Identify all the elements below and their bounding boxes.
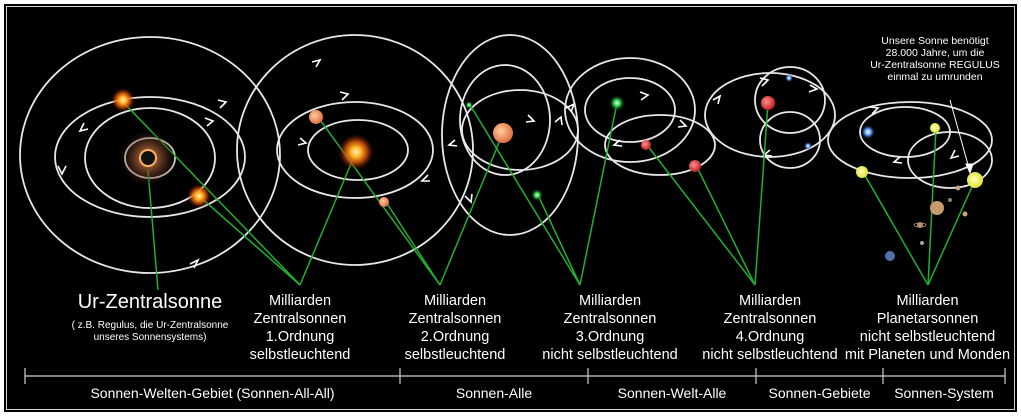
note-line: Ur-Zentralsonne REGULUS [870, 59, 1000, 71]
orbits-planetary [827, 101, 993, 189]
region-label-sonnen-gebiete: Sonnen-Gebiete [768, 385, 871, 401]
note-line: Unsere Sonne benötigt [881, 35, 989, 47]
group-label-third-order: Milliarden Zentralsonnen 3.Ordnung nicht… [530, 292, 690, 364]
region-label-sonnen-alle: Sonnen-Alle [455, 385, 533, 401]
group-line: 4.Ordnung [735, 329, 805, 345]
group-line: Zentralsonnen [253, 311, 347, 327]
region-label-welt-alle: Sonnen-Welt-Alle [617, 385, 727, 401]
timeline [24, 368, 1006, 384]
group-line: Planetarsonnen [876, 311, 979, 327]
orbits-third-order [564, 57, 716, 176]
group-label-second-order: Milliarden Zentralsonnen 2.Ordnung selbs… [395, 292, 515, 364]
orbits-first-order [236, 34, 474, 266]
ur-title-text: Ur-Zentralsonne [77, 291, 223, 313]
group-label-fourth-order: Milliarden Zentralsonnen 4.Ordnung nicht… [690, 292, 850, 364]
group-line: Milliarden [896, 293, 959, 309]
group-line: Milliarden [423, 293, 487, 309]
note-line: einmal zu umrunden [887, 71, 983, 83]
group-line: Milliarden [578, 293, 642, 309]
regulus-note: Unsere Sonne benötigt 28.000 Jahre, um d… [860, 35, 1010, 83]
diagram-frame [4, 4, 1017, 412]
group-line: Zentralsonnen [563, 311, 657, 327]
ur-subtitle-line: unseres Sonnensystems) [93, 332, 207, 343]
note-pointer [949, 99, 974, 175]
celestial-bodies [111, 74, 983, 261]
group-line: 2.Ordnung [420, 329, 490, 345]
group-line: 1.Ordnung [265, 329, 335, 345]
group-line: selbstleuchtend [404, 347, 506, 363]
ur-title: Ur-Zentralsonne [50, 290, 250, 314]
orbits-second-order [441, 34, 579, 236]
orbits-fourth-order [704, 66, 836, 169]
ur-subtitle: ( z.B. Regulus, die Ur-Zentralsonne unse… [40, 320, 260, 344]
group-line: Milliarden [738, 293, 802, 309]
group-line: Milliarden [268, 293, 332, 309]
group-label-first-order: Milliarden Zentralsonnen 1.Ordnung selbs… [240, 292, 360, 364]
group-line: mit Planeten und Monden [844, 347, 1011, 363]
group-label-planetary: Milliarden Planetarsonnen nicht selbstle… [840, 292, 1015, 364]
group-line: 3.Ordnung [575, 329, 645, 345]
group-line: Zentralsonnen [723, 311, 817, 327]
group-line: selbstleuchtend [249, 347, 351, 363]
ur-subtitle-line: ( z.B. Regulus, die Ur-Zentralsonne [71, 320, 229, 331]
region-label-welten-gebiet: Sonnen-Welten-Gebiet (Sonnen-All-All) [90, 385, 335, 401]
group-line: Zentralsonnen [408, 311, 502, 327]
orbit-arrows [57, 58, 960, 269]
region-label-sonnen-system: Sonnen-System [894, 385, 994, 401]
diagram-border [6, 6, 1015, 410]
group-line: nicht selbstleuchtend [542, 347, 678, 363]
group-line: nicht selbstleuchtend [702, 347, 838, 363]
group-line: nicht selbstleuchtend [859, 329, 996, 345]
note-line: 28.000 Jahre, um die [885, 47, 985, 59]
